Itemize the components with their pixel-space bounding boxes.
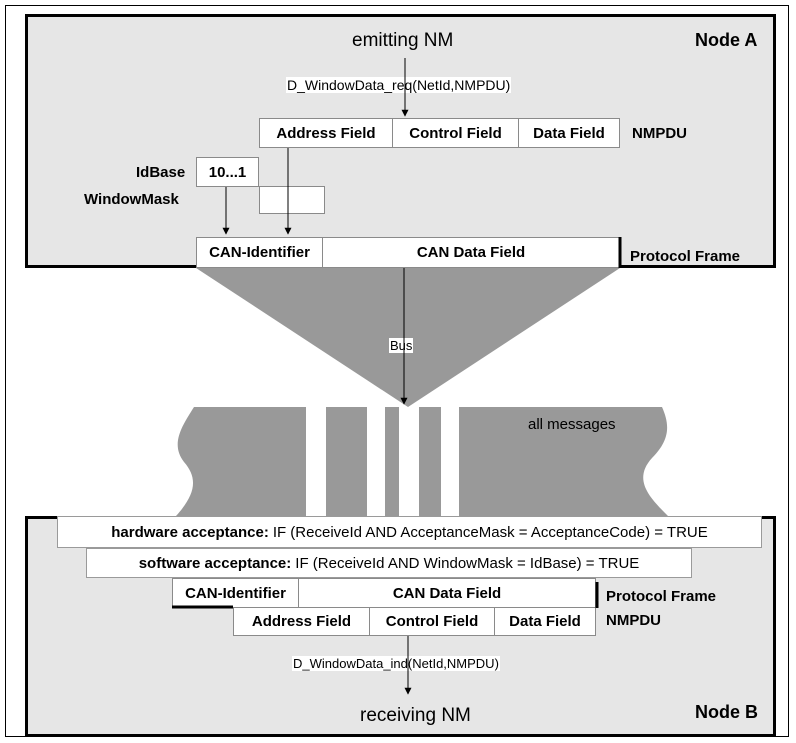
node-a-data-field: Data Field <box>518 118 620 148</box>
emitting-nm-label: emitting NM <box>352 30 454 51</box>
node-a-can-identifier: CAN-Identifier <box>196 237 323 268</box>
windowmask-value-box <box>259 186 325 214</box>
window-data-indication-label: D_WindowData_ind(NetId,NMPDU) <box>292 656 500 671</box>
node-a-protocol-frame-label: Protocol Frame <box>630 248 741 265</box>
all-messages-label: all messages <box>528 416 616 433</box>
node-b-control-field: Control Field <box>369 607 495 636</box>
node-a-control-field: Control Field <box>392 118 519 148</box>
hardware-acceptance-key: hardware acceptance: <box>111 523 269 541</box>
message-stripe <box>441 407 459 516</box>
node-a-nmpdu-label: NMPDU <box>632 125 687 142</box>
message-stripe <box>399 407 419 516</box>
node-a-can-data-field: CAN Data Field <box>322 237 620 268</box>
hardware-acceptance-row: hardware acceptance: IF (ReceiveId AND A… <box>57 516 762 548</box>
message-tape <box>176 407 668 516</box>
software-acceptance-row: software acceptance: IF (ReceiveId AND W… <box>86 548 692 578</box>
idbase-value-box: 10...1 <box>196 157 259 187</box>
bus-funnel <box>196 268 620 407</box>
receiving-nm-label: receiving NM <box>360 705 471 726</box>
windowmask-label: WindowMask <box>84 191 179 208</box>
bus-label: Bus <box>389 338 414 353</box>
node-b-protocol-frame-label: Protocol Frame <box>606 588 717 605</box>
idbase-label: IdBase <box>136 164 186 181</box>
node-a-title: Node A <box>695 30 758 50</box>
node-a-address-field: Address Field <box>259 118 393 148</box>
message-stripe <box>367 407 385 516</box>
hardware-acceptance-rule: IF (ReceiveId AND AcceptanceMask = Accep… <box>272 523 708 541</box>
window-data-request-label: D_WindowData_req(NetId,NMPDU) <box>286 77 512 93</box>
software-acceptance-key: software acceptance: <box>138 554 292 572</box>
node-b-title: Node B <box>695 702 758 722</box>
message-stripe <box>306 407 326 516</box>
node-b-can-identifier: CAN-Identifier <box>172 578 299 608</box>
software-acceptance-rule: IF (ReceiveId AND WindowMask = IdBase) =… <box>295 554 640 572</box>
node-b-nmpdu-label: NMPDU <box>606 612 661 629</box>
node-b-data-field: Data Field <box>494 607 596 636</box>
node-b-address-field: Address Field <box>233 607 370 636</box>
